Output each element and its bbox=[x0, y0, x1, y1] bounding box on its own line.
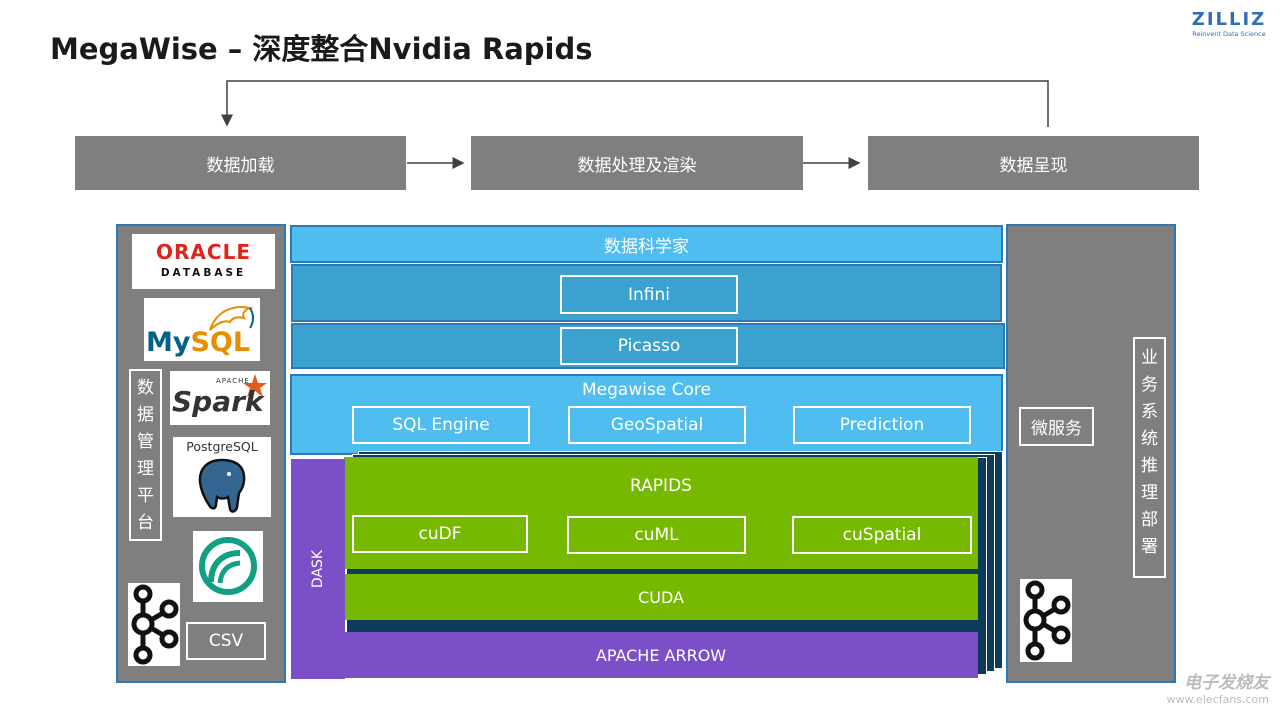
label-char: 平 bbox=[137, 486, 154, 506]
label-char: 部 bbox=[1141, 510, 1158, 530]
zilliz-logo: ZILLIZ Reinvent Data Science bbox=[1189, 9, 1269, 39]
label-char: 署 bbox=[1141, 537, 1158, 557]
picasso-layer bbox=[291, 323, 1005, 369]
flow-step-load: 数据加载 bbox=[75, 136, 406, 190]
elecfans-watermark: 电子发烧友 www.elecfans.com bbox=[1167, 668, 1269, 706]
watermark-name: 电子发烧友 bbox=[1184, 673, 1269, 693]
label-char: 统 bbox=[1141, 429, 1158, 449]
cuda-layer: CUDA bbox=[344, 574, 978, 620]
oracle-logo-text: ORACLE bbox=[156, 240, 251, 264]
label-char: 据 bbox=[137, 405, 154, 425]
label-char: 数 bbox=[137, 378, 154, 398]
kafka-icon bbox=[1023, 580, 1071, 661]
sql-engine-module: SQL Engine bbox=[352, 406, 530, 444]
rapids-layer bbox=[344, 457, 978, 569]
prediction-module: Prediction bbox=[793, 406, 971, 444]
elephant-icon bbox=[198, 458, 246, 513]
watermark-url: www.elecfans.com bbox=[1166, 693, 1269, 706]
oracle-database-logo: ORACLE DATABASE bbox=[132, 234, 275, 289]
cudf-module: cuDF bbox=[352, 515, 528, 553]
label-char: 务 bbox=[1141, 375, 1158, 395]
business-system-deployment-label: 业 务 系 统 推 理 部 署 bbox=[1133, 337, 1166, 578]
mysql-sql-text: SQL bbox=[190, 327, 251, 358]
dask-label: DASK bbox=[310, 549, 326, 589]
page-title: MegaWise – 深度整合Nvidia Rapids bbox=[50, 32, 593, 66]
database-logo-text: DATABASE bbox=[160, 267, 247, 279]
data-management-platform-label: 数 据 管 理 平 台 bbox=[129, 369, 162, 541]
kafka-logo-right bbox=[1020, 579, 1072, 662]
apache-arrow-layer: APACHE ARROW bbox=[344, 632, 978, 678]
postgresql-logo: PostgreSQL bbox=[173, 437, 271, 517]
label-char: 台 bbox=[137, 513, 154, 533]
zilliz-logo-name: ZILLIZ bbox=[1191, 9, 1267, 30]
rapids-title: RAPIDS bbox=[630, 476, 692, 496]
mysql-logo: MySQL bbox=[144, 298, 260, 361]
label-char: 业 bbox=[1141, 348, 1158, 368]
spark-text: Spark bbox=[172, 385, 264, 418]
cuspatial-module: cuSpatial bbox=[792, 516, 972, 554]
flow-step-process: 数据处理及渲染 bbox=[471, 136, 803, 190]
microservice-box: 微服务 bbox=[1019, 407, 1094, 446]
geospatial-module: GeoSpatial bbox=[568, 406, 746, 444]
infini-module: Infini bbox=[560, 275, 738, 314]
label-char: 推 bbox=[1141, 456, 1158, 476]
data-source-logo bbox=[193, 531, 263, 602]
picasso-module: Picasso bbox=[560, 327, 738, 365]
label-char: 管 bbox=[137, 432, 154, 452]
dolphin-icon bbox=[209, 306, 254, 331]
flow-step-present: 数据呈现 bbox=[868, 136, 1199, 190]
swirl-logo-icon bbox=[199, 537, 257, 595]
spark-star-icon bbox=[243, 374, 267, 397]
kafka-icon bbox=[131, 584, 179, 665]
mysql-my-text: My bbox=[146, 327, 191, 358]
kafka-logo-left bbox=[128, 583, 180, 666]
label-char: 理 bbox=[1141, 483, 1158, 503]
postgresql-text: PostgreSQL bbox=[186, 439, 258, 454]
zilliz-logo-tagline: Reinvent Data Science bbox=[1192, 30, 1266, 38]
megawise-core-title: Megawise Core bbox=[581, 380, 712, 400]
spark-apache-text: APACHE bbox=[216, 377, 250, 385]
label-char: 系 bbox=[1141, 402, 1158, 422]
dask-layer: DASK bbox=[291, 459, 345, 679]
apache-spark-logo: APACHE Spark bbox=[170, 371, 270, 425]
label-char: 理 bbox=[137, 459, 154, 479]
megawise-core-layer bbox=[290, 374, 1003, 455]
csv-source: CSV bbox=[186, 622, 266, 660]
cuml-module: cuML bbox=[567, 516, 746, 554]
data-scientist-layer: 数据科学家 bbox=[290, 225, 1003, 263]
feedback-arrow bbox=[221, 80, 1049, 127]
